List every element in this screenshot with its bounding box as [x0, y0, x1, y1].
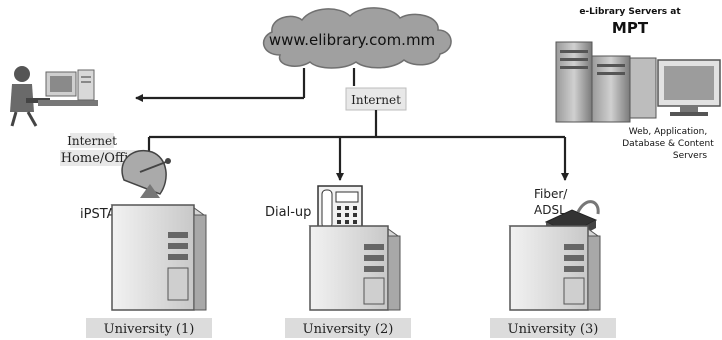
satellite-dish-icon	[121, 149, 171, 198]
servers-heading-line1: e-Library Servers at	[579, 7, 681, 17]
mpt-server-rack-icon	[555, 41, 657, 123]
servers-heading-line2: MPT	[612, 19, 649, 37]
servers-heading: e-Library Servers at MPT	[579, 7, 681, 37]
university-1-label-text: University (1)	[104, 322, 195, 337]
home-user-icon	[10, 66, 98, 127]
home-office-line1: Internet	[67, 134, 117, 148]
servers-caption-line3: Servers	[673, 151, 708, 161]
university-3-server-icon	[508, 225, 601, 311]
university-2-server-icon	[308, 225, 401, 311]
internet-label: Internet	[345, 87, 407, 111]
telephone-icon	[317, 185, 363, 233]
servers-caption-line1: Web, Application,	[629, 127, 708, 137]
university-2-label: University (2)	[285, 318, 411, 338]
cloud-url-text: www.elibrary.com.mm	[269, 31, 435, 49]
fiber-label-line2: ADSL	[534, 203, 566, 217]
home-office-line2: Home/Office	[61, 151, 144, 166]
connection-lines	[135, 68, 569, 181]
internet-label-text: Internet	[351, 93, 401, 107]
servers-caption-line2: Database & Content	[622, 139, 714, 149]
fiber-label-line1: Fiber/	[534, 187, 568, 201]
university-1-server-icon	[110, 204, 207, 311]
mpt-monitor-icon	[657, 59, 721, 116]
university-3-label: University (3)	[490, 318, 616, 338]
servers-caption: Web, Application, Database & Content Ser…	[622, 127, 714, 161]
university-2-label-text: University (2)	[303, 322, 394, 337]
internet-cloud: www.elibrary.com.mm	[262, 7, 452, 69]
dialup-label: Dial-up	[265, 205, 311, 220]
university-3-label-text: University (3)	[508, 322, 599, 337]
university-1-label: University (1)	[86, 318, 212, 338]
home-office-label: Internet Home/Office	[60, 133, 144, 166]
